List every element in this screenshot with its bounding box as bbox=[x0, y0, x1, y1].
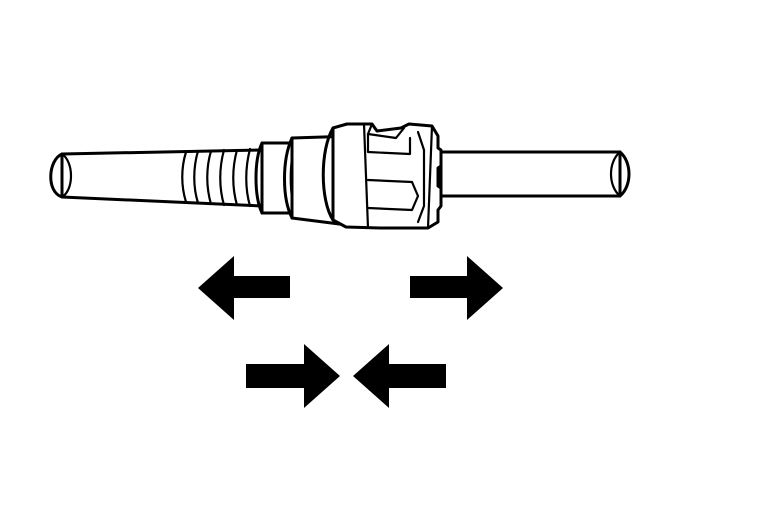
retainer-collar bbox=[321, 122, 443, 230]
left-hose bbox=[49, 148, 264, 208]
crimp-collar bbox=[254, 141, 298, 215]
pull-apart-left-arrow bbox=[198, 256, 290, 320]
right-tube bbox=[439, 150, 631, 198]
arrows bbox=[198, 256, 503, 408]
hose-barb bbox=[181, 147, 252, 208]
push-together-right-arrow bbox=[246, 344, 340, 408]
push-together-left-arrow bbox=[353, 344, 446, 408]
pull-apart-right-arrow bbox=[410, 256, 503, 320]
